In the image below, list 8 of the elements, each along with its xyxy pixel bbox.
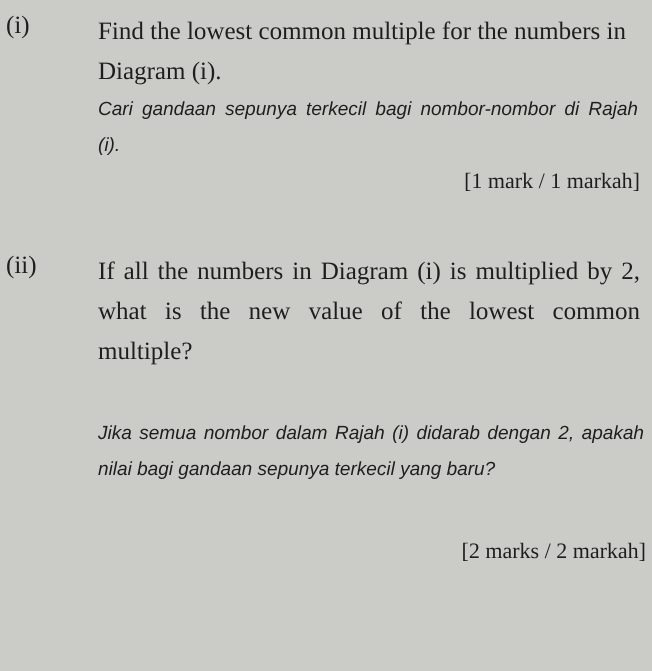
question-translation: Jika semua nombor dalam Rajah (i) didarab dengan 2, apakah nilai bagi gandaan sepunya terkecil yang baru? <box>98 422 644 482</box>
mark-allocation: [2 marks / 2 markah] <box>460 538 646 564</box>
question-text: Find the lowest common multiple for the numbers in Diagram (i). <box>98 17 626 87</box>
mark-allocation: [1 mark / 1 markah] <box>463 168 640 194</box>
question-translation: Cari gandaan sepunya terkecil bagi nombor-nombor di Rajah (i). <box>98 98 638 158</box>
question-number: (ii) <box>6 252 38 280</box>
question-number: (i) <box>6 12 31 40</box>
question-text: If all the numbers in Diagram (i) is multiplied by 2, what is the new value of the lowest common multiple? <box>98 257 640 367</box>
